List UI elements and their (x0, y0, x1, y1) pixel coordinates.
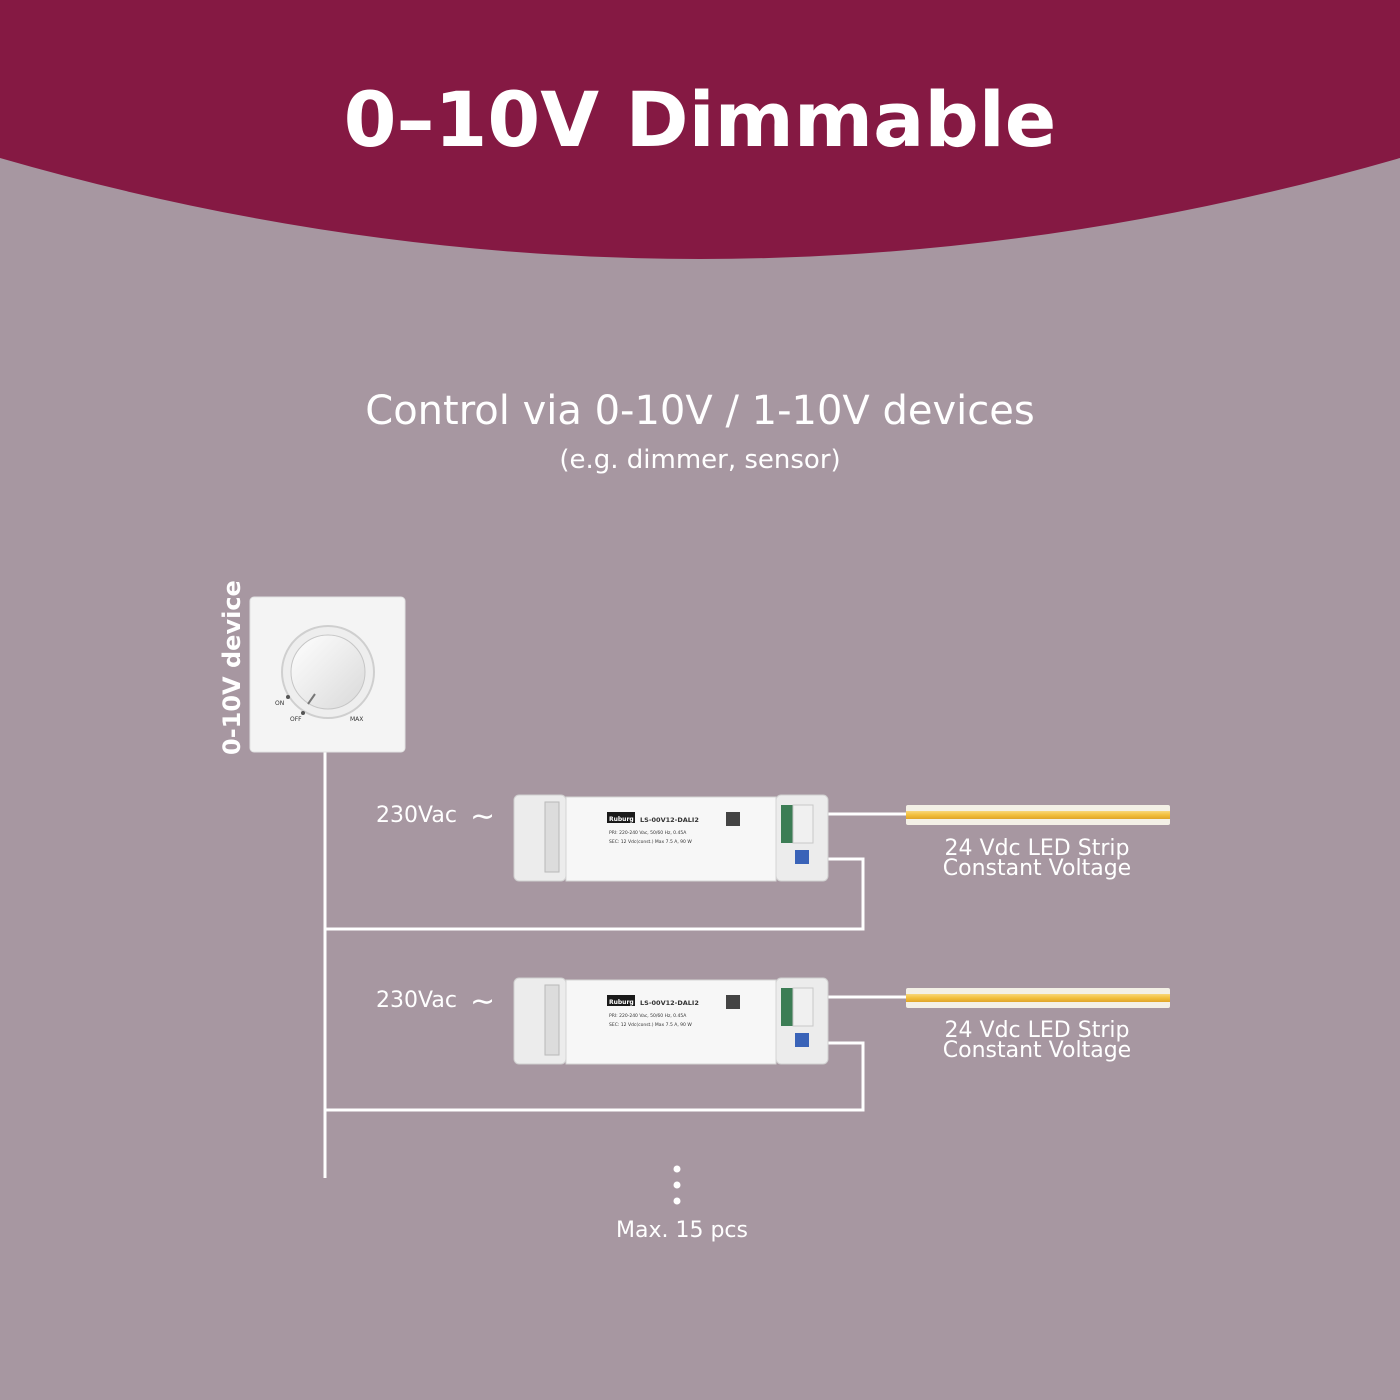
driver-2-input-label: 230Vac (376, 988, 457, 1013)
driver-1-terminal-right-white (792, 804, 814, 844)
continuation-dots (673, 1165, 681, 1205)
page-title: 0–10V Dimmable (344, 75, 1057, 164)
driver-1-terminal-right-green (781, 805, 793, 843)
continuation-dot (673, 1197, 681, 1205)
driver-2: Ruburg LS-00V12-DALI2 PRI: 220-240 Vac, … (513, 977, 829, 1065)
driver-1-body (565, 796, 777, 882)
driver-2-body (565, 979, 777, 1065)
strip-1-label-line2: Constant Voltage (943, 856, 1131, 881)
strip-2-label-line1: 24 Vdc LED Strip (945, 1018, 1130, 1043)
led-strip-2-phosphor (906, 994, 1170, 1002)
driver-1-brand: Ruburg (609, 816, 634, 823)
continuation-dot (673, 1181, 681, 1189)
driver-2-terminal-right-white (792, 987, 814, 1027)
strip-1-label-line1: 24 Vdc LED Strip (945, 836, 1130, 861)
driver-2-qr-code (726, 995, 740, 1009)
intro-headline: Control via 0-10V / 1-10V devices (365, 388, 1034, 434)
driver-1-brand-badge (607, 812, 635, 823)
off-dot (301, 711, 305, 715)
driver-2-brand-badge (607, 995, 635, 1006)
driver-2-spec-2: SEC: 12 Vdc(const.) Max 7.5 A, 90 W (609, 1022, 692, 1028)
driver-1-spec-1: PRI: 220-240 Vac, 50/60 Hz, 0.45A (609, 830, 687, 836)
driver-1-ac-symbol: ∼ (470, 799, 495, 834)
driver-1-terminal-right-blue (795, 850, 809, 864)
dimmer-device: ON OFF MAX (249, 596, 406, 753)
control-wire-1 (325, 857, 865, 931)
max-count-label: Max. 15 pcs (616, 1218, 748, 1243)
wiring (323, 752, 908, 1178)
led-strip-2 (906, 988, 1170, 1008)
driver-1-terminal-left (544, 801, 560, 873)
strip-2-label-line2: Constant Voltage (943, 1038, 1131, 1063)
driver-1-spec-2: SEC: 12 Vdc(const.) Max 7.5 A, 90 W (609, 839, 692, 845)
driver-1-model: LS-00V12-DALI2 (640, 816, 699, 824)
led-strip-1 (906, 805, 1170, 825)
driver-2-terminal-right-blue (795, 1033, 809, 1047)
knob-off-label: OFF (290, 716, 302, 723)
driver-2-ac-symbol: ∼ (470, 984, 495, 1019)
knob-indicator (307, 693, 316, 705)
driver-1-input-label: 230Vac (376, 803, 457, 828)
control-wire-2 (325, 1041, 865, 1112)
intro-example: (e.g. dimmer, sensor) (559, 445, 840, 475)
device-label: 0-10V device (218, 580, 246, 755)
driver-2-terminal-right-green (781, 988, 793, 1026)
driver-1: Ruburg LS-00V12-DALI2 PRI: 220-240 Vac, … (513, 794, 829, 882)
driver-2-spec-1: PRI: 220-240 Vac, 50/60 Hz, 0.45A (609, 1013, 687, 1019)
led-strip-1-phosphor (906, 811, 1170, 819)
header-band (0, 0, 1400, 259)
continuation-dot (673, 1165, 681, 1173)
knob-on-label: ON (275, 700, 284, 707)
driver-1-qr-code (726, 812, 740, 826)
driver-2-terminal-left (544, 984, 560, 1056)
dimmer-knob (290, 634, 366, 710)
driver-2-brand: Ruburg (609, 999, 634, 1006)
knob-max-label: MAX (350, 716, 363, 723)
on-dot (286, 695, 290, 699)
driver-2-model: LS-00V12-DALI2 (640, 999, 699, 1007)
